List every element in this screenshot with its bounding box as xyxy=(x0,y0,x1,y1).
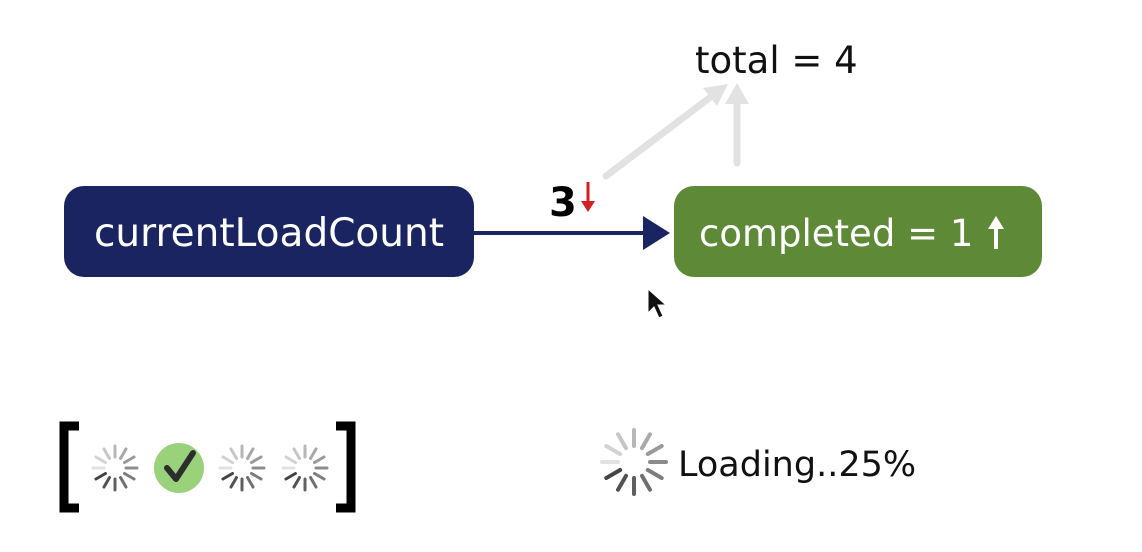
spinner-tick xyxy=(123,455,136,464)
decrease-arrow-icon xyxy=(581,182,595,212)
spinner-tick xyxy=(221,472,234,481)
right-bracket xyxy=(336,421,356,513)
slot-spinner-icon xyxy=(218,444,266,492)
status-spinner-icon xyxy=(600,428,668,496)
left-bracket xyxy=(59,421,79,513)
increase-arrow-icon xyxy=(988,216,1004,249)
slot-spinner-icon xyxy=(91,444,139,492)
spinner-tick xyxy=(616,432,628,451)
spinner-tick xyxy=(292,447,301,460)
slot-spinner-icon xyxy=(281,444,329,492)
total-label: total = 4 xyxy=(695,39,858,82)
completed-label: completed = 1 xyxy=(699,212,973,255)
spinner-tick xyxy=(616,473,628,492)
spinner-tick xyxy=(640,432,652,451)
spinner-tick xyxy=(94,455,107,464)
spinner-tick xyxy=(292,476,301,489)
guide-arrows xyxy=(602,92,741,180)
spinner-tick xyxy=(119,476,128,489)
spinner-tick xyxy=(313,455,326,464)
slot-check-icon xyxy=(154,443,204,493)
spinner-tick xyxy=(309,447,318,460)
spinner-tick xyxy=(645,444,664,456)
mouse-cursor-icon xyxy=(647,287,668,319)
spinner-tick xyxy=(229,476,238,489)
spinner-tick xyxy=(604,468,623,480)
transfer-arrowhead xyxy=(643,216,670,250)
spinner-tick xyxy=(123,472,136,481)
spinner-tick xyxy=(250,455,263,464)
transfer-count: 3 xyxy=(549,180,577,226)
spinner-tick xyxy=(102,476,111,489)
completed-node xyxy=(674,186,1042,277)
spinner-tick xyxy=(284,455,297,464)
spinner-tick xyxy=(309,476,318,489)
spinner-tick xyxy=(119,447,128,460)
spinner-tick xyxy=(246,447,255,460)
loading-status-text: Loading..25% xyxy=(678,445,916,485)
spinner-tick xyxy=(313,472,326,481)
load-slots-array xyxy=(59,421,356,513)
current-load-count-label: currentLoadCount xyxy=(94,211,444,256)
spinner-tick xyxy=(640,473,652,492)
spinner-tick xyxy=(250,472,263,481)
spinner-tick xyxy=(645,468,664,480)
diagonal-guide-arrow xyxy=(602,92,716,180)
spinner-tick xyxy=(246,476,255,489)
spinner-tick xyxy=(229,447,238,460)
vertical-guide-arrowhead xyxy=(725,83,749,104)
spinner-tick xyxy=(221,455,234,464)
current-load-count-node xyxy=(64,186,474,277)
spinner-tick xyxy=(102,447,111,460)
diagonal-guide-arrowhead xyxy=(703,84,728,106)
spinner-tick xyxy=(94,472,107,481)
spinner-tick xyxy=(284,472,297,481)
spinner-tick xyxy=(604,444,623,456)
